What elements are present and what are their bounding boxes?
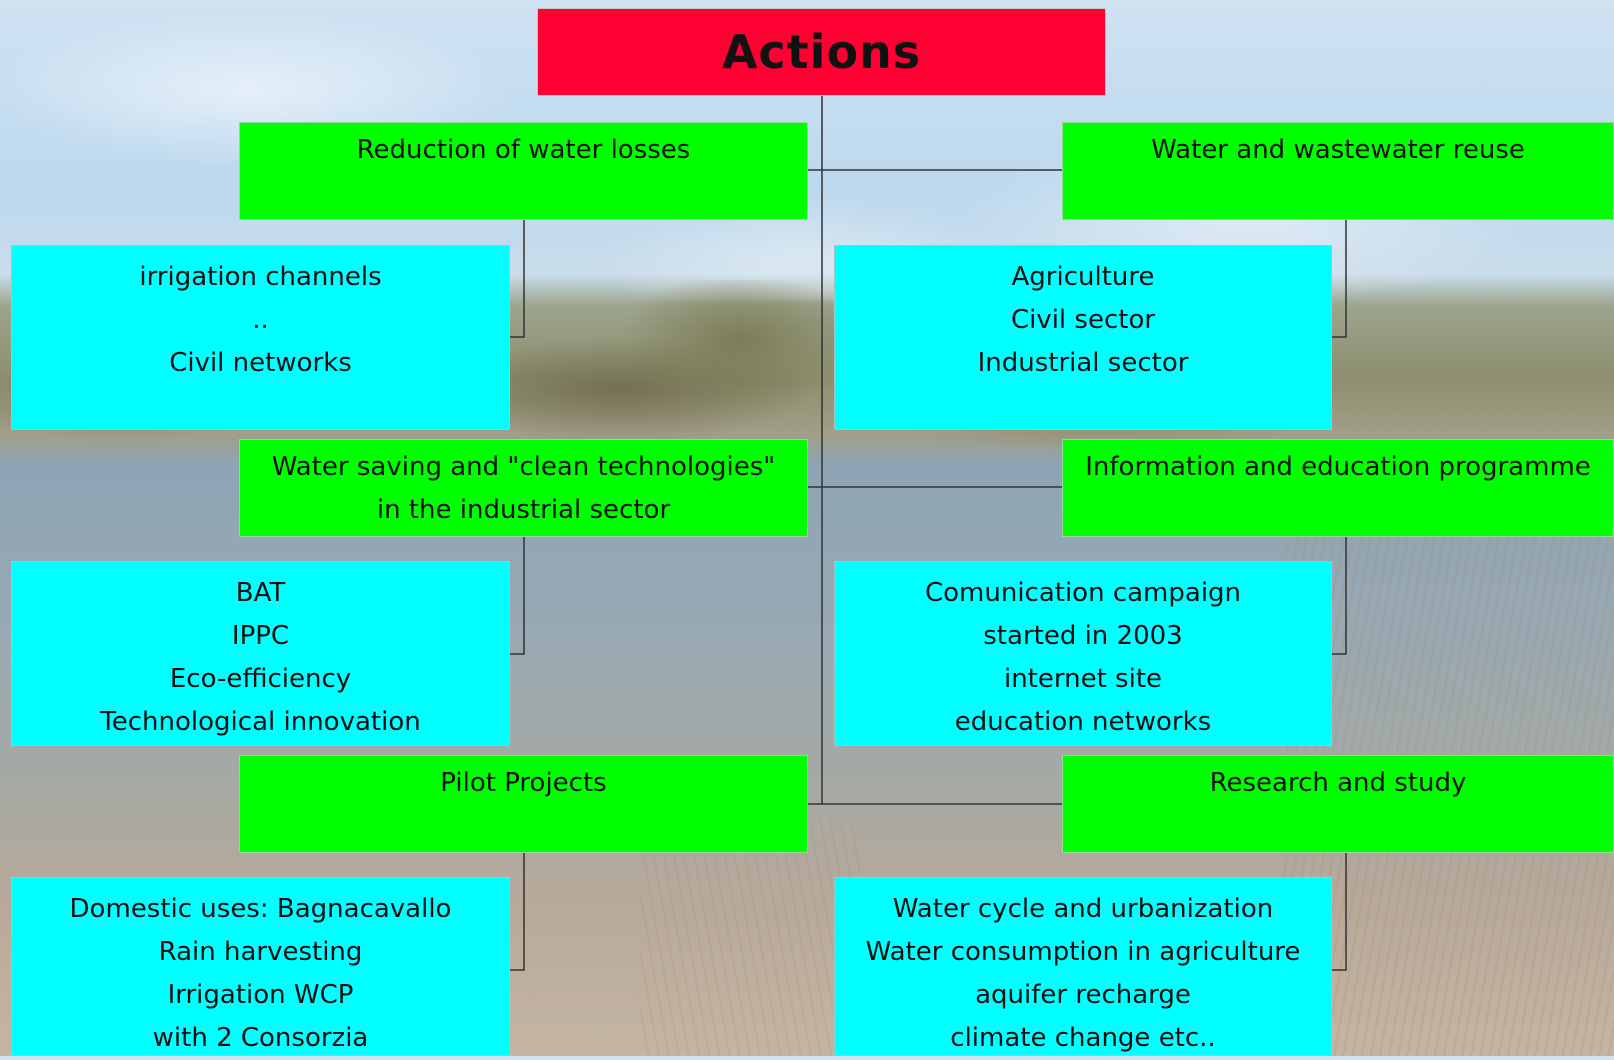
right-elbow-2 (1332, 537, 1347, 655)
items-information-education: Comunication campaign started in 2003 in… (834, 561, 1332, 746)
list-item: Comunication campaign (924, 578, 1242, 608)
heading-line: Water and wastewater reuse (1151, 135, 1525, 165)
heading-line: Pilot Projects (440, 768, 607, 798)
heading-line: Reduction of water losses (356, 135, 691, 165)
heading-reduction-water-losses: Reduction of water losses (239, 122, 808, 220)
list-item: climate change etc.. (950, 1023, 1216, 1053)
list-item: Domestic uses: Bagnacavallo (69, 894, 452, 924)
heading-line: Water saving and "clean technologies" (271, 452, 776, 482)
items-research-study: Water cycle and urbanization Water consu… (834, 877, 1332, 1056)
right-elbow-3 (1332, 853, 1347, 971)
items-water-reuse: Agriculture Civil sector Industrial sect… (834, 245, 1332, 430)
list-item: Agriculture (1011, 262, 1155, 292)
list-item: education networks (954, 707, 1212, 737)
left-elbow-2 (510, 537, 525, 655)
list-item: Industrial sector (977, 348, 1189, 378)
items-reduction-water-losses: irrigation channels .. Civil networks (11, 245, 510, 430)
heading-clean-technologies: Water saving and "clean technologies" in… (239, 439, 808, 537)
page-title: Actions (721, 25, 922, 79)
left-elbow-3 (510, 853, 525, 971)
list-item: BAT (235, 578, 286, 608)
left-elbow-1 (510, 220, 525, 338)
right-elbow-1 (1332, 220, 1347, 338)
list-item: Rain harvesting (158, 937, 363, 967)
list-item: aquifer recharge (975, 980, 1191, 1010)
list-item: Civil sector (1010, 305, 1156, 335)
heading-line: in the industrial sector (376, 495, 671, 525)
items-clean-technologies: BAT IPPC Eco-efficiency Technological in… (11, 561, 510, 746)
heading-information-education: Information and education programme (1062, 439, 1614, 537)
heading-line: Research and study (1209, 768, 1467, 798)
list-item: Technological innovation (100, 707, 421, 737)
list-item: .. (252, 305, 269, 335)
actions-title-box: Actions (537, 8, 1106, 96)
list-item: IPPC (231, 621, 290, 651)
list-item: irrigation channels (139, 262, 382, 292)
list-item: Irrigation WCP (167, 980, 354, 1010)
heading-line: Information and education programme (1085, 452, 1591, 482)
list-item: Civil networks (169, 348, 352, 378)
heading-water-reuse: Water and wastewater reuse (1062, 122, 1614, 220)
list-item: Water cycle and urbanization (892, 894, 1274, 924)
items-pilot-projects: Domestic uses: Bagnacavallo Rain harvest… (11, 877, 510, 1056)
list-item: internet site (1003, 664, 1163, 694)
list-item: Eco-efficiency (169, 664, 352, 694)
list-item: with 2 Consorzia (152, 1023, 369, 1053)
heading-pilot-projects: Pilot Projects (239, 755, 808, 853)
list-item: Water consumption in agriculture (865, 937, 1301, 967)
heading-research-study: Research and study (1062, 755, 1614, 853)
list-item: started in 2003 (983, 621, 1183, 651)
